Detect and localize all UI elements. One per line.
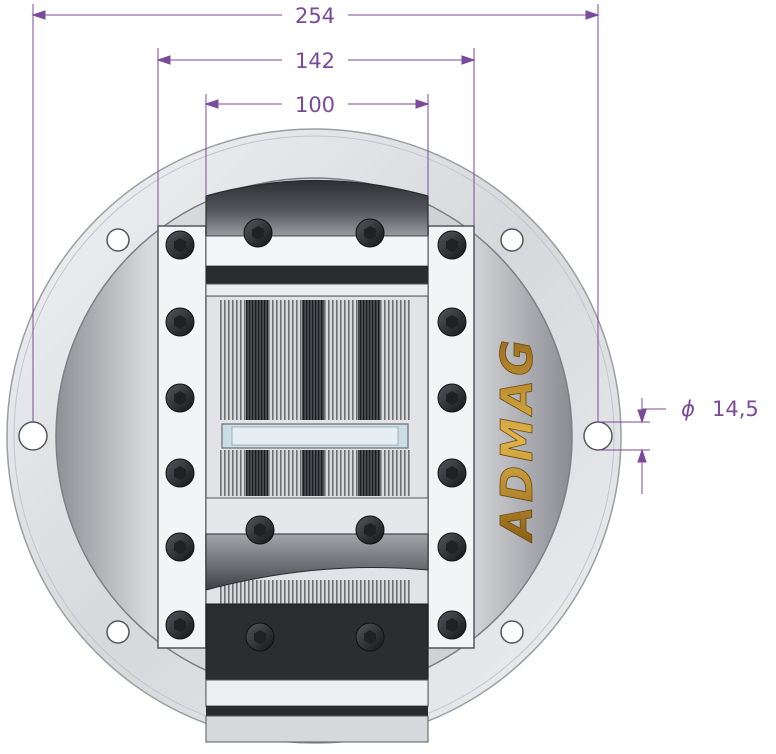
dimension-overall-label: 254	[295, 4, 335, 28]
rail-left	[157, 225, 207, 649]
rail-right	[427, 225, 475, 649]
top-jaw	[205, 179, 429, 297]
mounting-hole	[106, 228, 130, 252]
dimension-inner-label: 100	[295, 93, 335, 117]
bottom-jaw	[205, 603, 429, 743]
bolt	[165, 532, 195, 562]
dimension-hole-symbol: ϕ	[681, 397, 695, 421]
brand-logo: ADMAG	[492, 335, 544, 544]
bolt	[437, 458, 467, 488]
mounting-holes	[18, 228, 613, 644]
bolt	[437, 610, 467, 640]
mounting-hole	[106, 620, 130, 644]
jaw-bolt	[245, 515, 275, 545]
mounting-hole	[500, 620, 524, 644]
center-slot-highlight	[231, 426, 399, 446]
bolt	[165, 307, 195, 337]
dimension-hole	[598, 398, 666, 494]
bolt	[165, 383, 195, 413]
bolt	[165, 458, 195, 488]
jaw-bolt	[245, 622, 275, 652]
bolt	[437, 307, 467, 337]
bolt	[165, 230, 195, 260]
mounting-hole	[18, 421, 48, 451]
mounting-hole	[583, 421, 613, 451]
jaw-bolt	[355, 218, 385, 248]
jaw-bolt	[355, 515, 385, 545]
dimension-hole-label: 14,5	[712, 397, 759, 421]
dimension-jaw-span-label: 142	[295, 49, 335, 73]
brand-logo-text: ADMAG	[492, 336, 543, 544]
mounting-hole	[500, 228, 524, 252]
bolt	[165, 610, 195, 640]
jaw-bolt	[355, 622, 385, 652]
jaw-bolt	[243, 218, 273, 248]
dimension-jaw-span	[156, 48, 476, 226]
serrated-surface	[220, 300, 410, 606]
lower-jaw	[205, 497, 429, 591]
dimension-inner	[204, 94, 430, 196]
bolt	[437, 532, 467, 562]
bolts	[165, 218, 467, 652]
dimension-overall	[31, 4, 600, 422]
bolt	[437, 230, 467, 260]
bolt	[437, 383, 467, 413]
